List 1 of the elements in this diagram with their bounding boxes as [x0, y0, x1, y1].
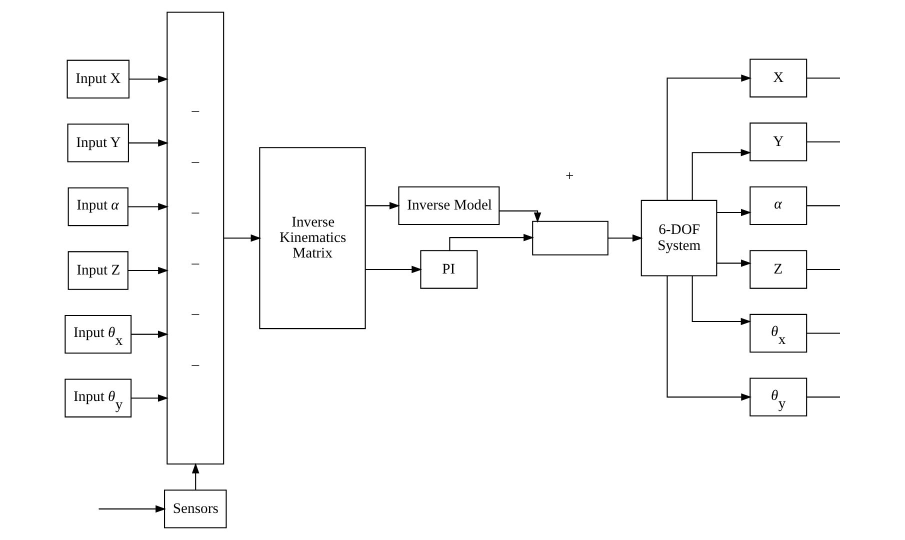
- label: +: [565, 168, 574, 184]
